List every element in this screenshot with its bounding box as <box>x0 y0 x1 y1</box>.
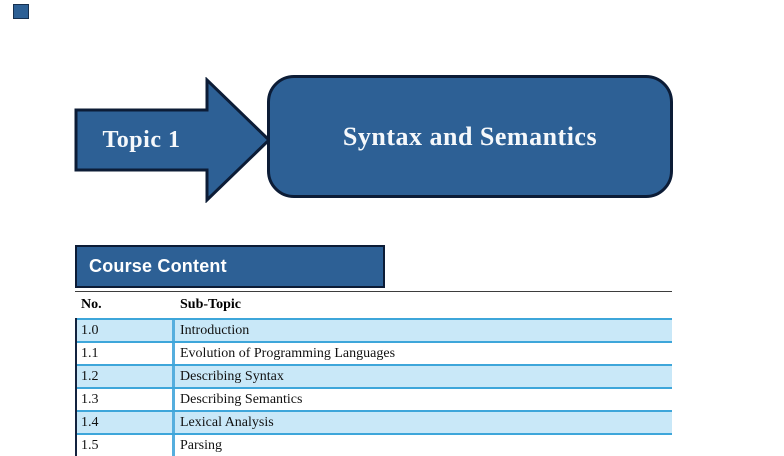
column-divider <box>172 389 175 410</box>
topic-title-box: Syntax and Semantics <box>267 75 673 198</box>
column-divider <box>172 412 175 433</box>
cell-subtopic: Lexical Analysis <box>180 415 274 430</box>
topic-arrow-shape <box>74 77 272 203</box>
table-row: 1.0 Introduction <box>77 318 672 341</box>
table-row: 1.5 Parsing <box>77 433 672 456</box>
cell-no: 1.0 <box>81 323 99 338</box>
table-row: 1.1 Evolution of Programming Languages <box>77 341 672 364</box>
topic-label: Topic 1 <box>102 126 181 153</box>
arrow-right-icon <box>74 77 272 203</box>
cell-no: 1.5 <box>81 438 99 453</box>
cell-subtopic: Describing Semantics <box>180 392 303 407</box>
topic-title: Syntax and Semantics <box>342 121 598 151</box>
cell-no: 1.2 <box>81 369 99 384</box>
table-row: 1.4 Lexical Analysis <box>77 410 672 433</box>
table-row: 1.2 Describing Syntax <box>77 364 672 387</box>
table-body: 1.0 Introduction 1.1 Evolution of Progra… <box>75 318 672 456</box>
column-header-no: No. <box>81 297 102 312</box>
column-header-subtopic: Sub-Topic <box>180 297 241 312</box>
course-content-header: Course Content <box>75 245 385 288</box>
table-row: 1.3 Describing Semantics <box>77 387 672 410</box>
column-divider <box>172 366 175 387</box>
cell-subtopic: Evolution of Programming Languages <box>180 346 396 361</box>
cell-subtopic: Describing Syntax <box>180 369 284 384</box>
corner-marker <box>13 4 29 19</box>
cell-no: 1.1 <box>81 346 99 361</box>
cell-no: 1.4 <box>81 415 99 430</box>
column-divider <box>172 320 175 341</box>
table-header-row: No. Sub-Topic <box>75 292 672 318</box>
column-divider <box>172 343 175 364</box>
document-page: { "banner": { "topic_label": "Topic 1", … <box>13 4 673 456</box>
cell-subtopic: Parsing <box>180 438 222 453</box>
course-content-heading: Course Content <box>89 256 227 276</box>
cell-no: 1.3 <box>81 392 99 407</box>
cell-subtopic: Introduction <box>180 323 250 338</box>
course-content-table: No. Sub-Topic 1.0 Introduction 1.1 Evolu… <box>75 291 672 456</box>
